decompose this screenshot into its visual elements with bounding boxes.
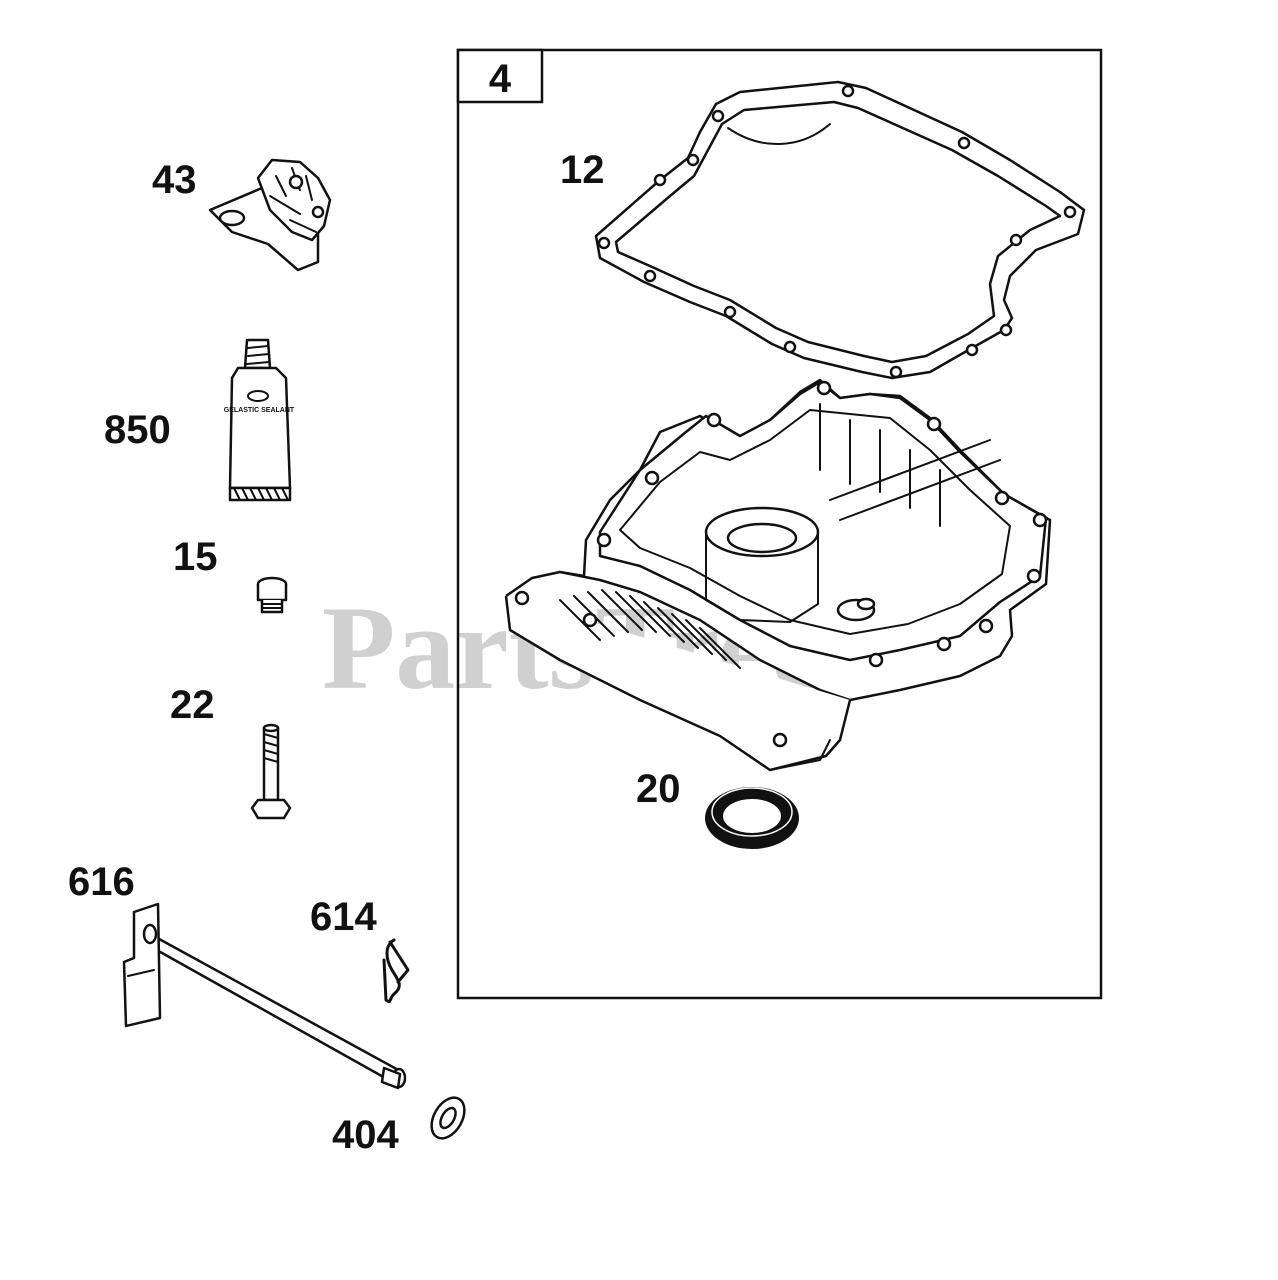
callout-616[interactable]: 616: [68, 860, 135, 904]
drain-plug-part[interactable]: [256, 576, 288, 614]
callout-404[interactable]: 404: [332, 1113, 399, 1157]
callout-22[interactable]: 22: [170, 683, 215, 727]
sump-cover-part[interactable]: [504, 378, 1052, 772]
hairpin-clip-part[interactable]: [382, 938, 410, 1004]
sealant-tube-part[interactable]: GELASTIC SEALANT: [224, 338, 295, 502]
callout-614[interactable]: 614: [310, 895, 377, 939]
oil-seal-part[interactable]: [705, 787, 799, 849]
washer-part[interactable]: [425, 1092, 471, 1144]
callout-43[interactable]: 43: [152, 158, 197, 202]
kit-box: 4: [456, 48, 1103, 1000]
gasket-part[interactable]: [594, 80, 1086, 380]
callout-4[interactable]: 4: [489, 57, 512, 101]
callout-15[interactable]: 15: [173, 535, 218, 579]
callout-12[interactable]: 12: [560, 148, 605, 192]
callout-20[interactable]: 20: [636, 767, 681, 811]
lever-shaft-part[interactable]: [122, 902, 407, 1090]
callout-850[interactable]: 850: [104, 408, 171, 452]
gasket-bolt-holes: [597, 84, 1077, 379]
sealant-tube-label: GELASTIC SEALANT: [224, 407, 295, 414]
governor-bracket-part[interactable]: [208, 158, 332, 272]
bolt-part[interactable]: [250, 723, 292, 820]
